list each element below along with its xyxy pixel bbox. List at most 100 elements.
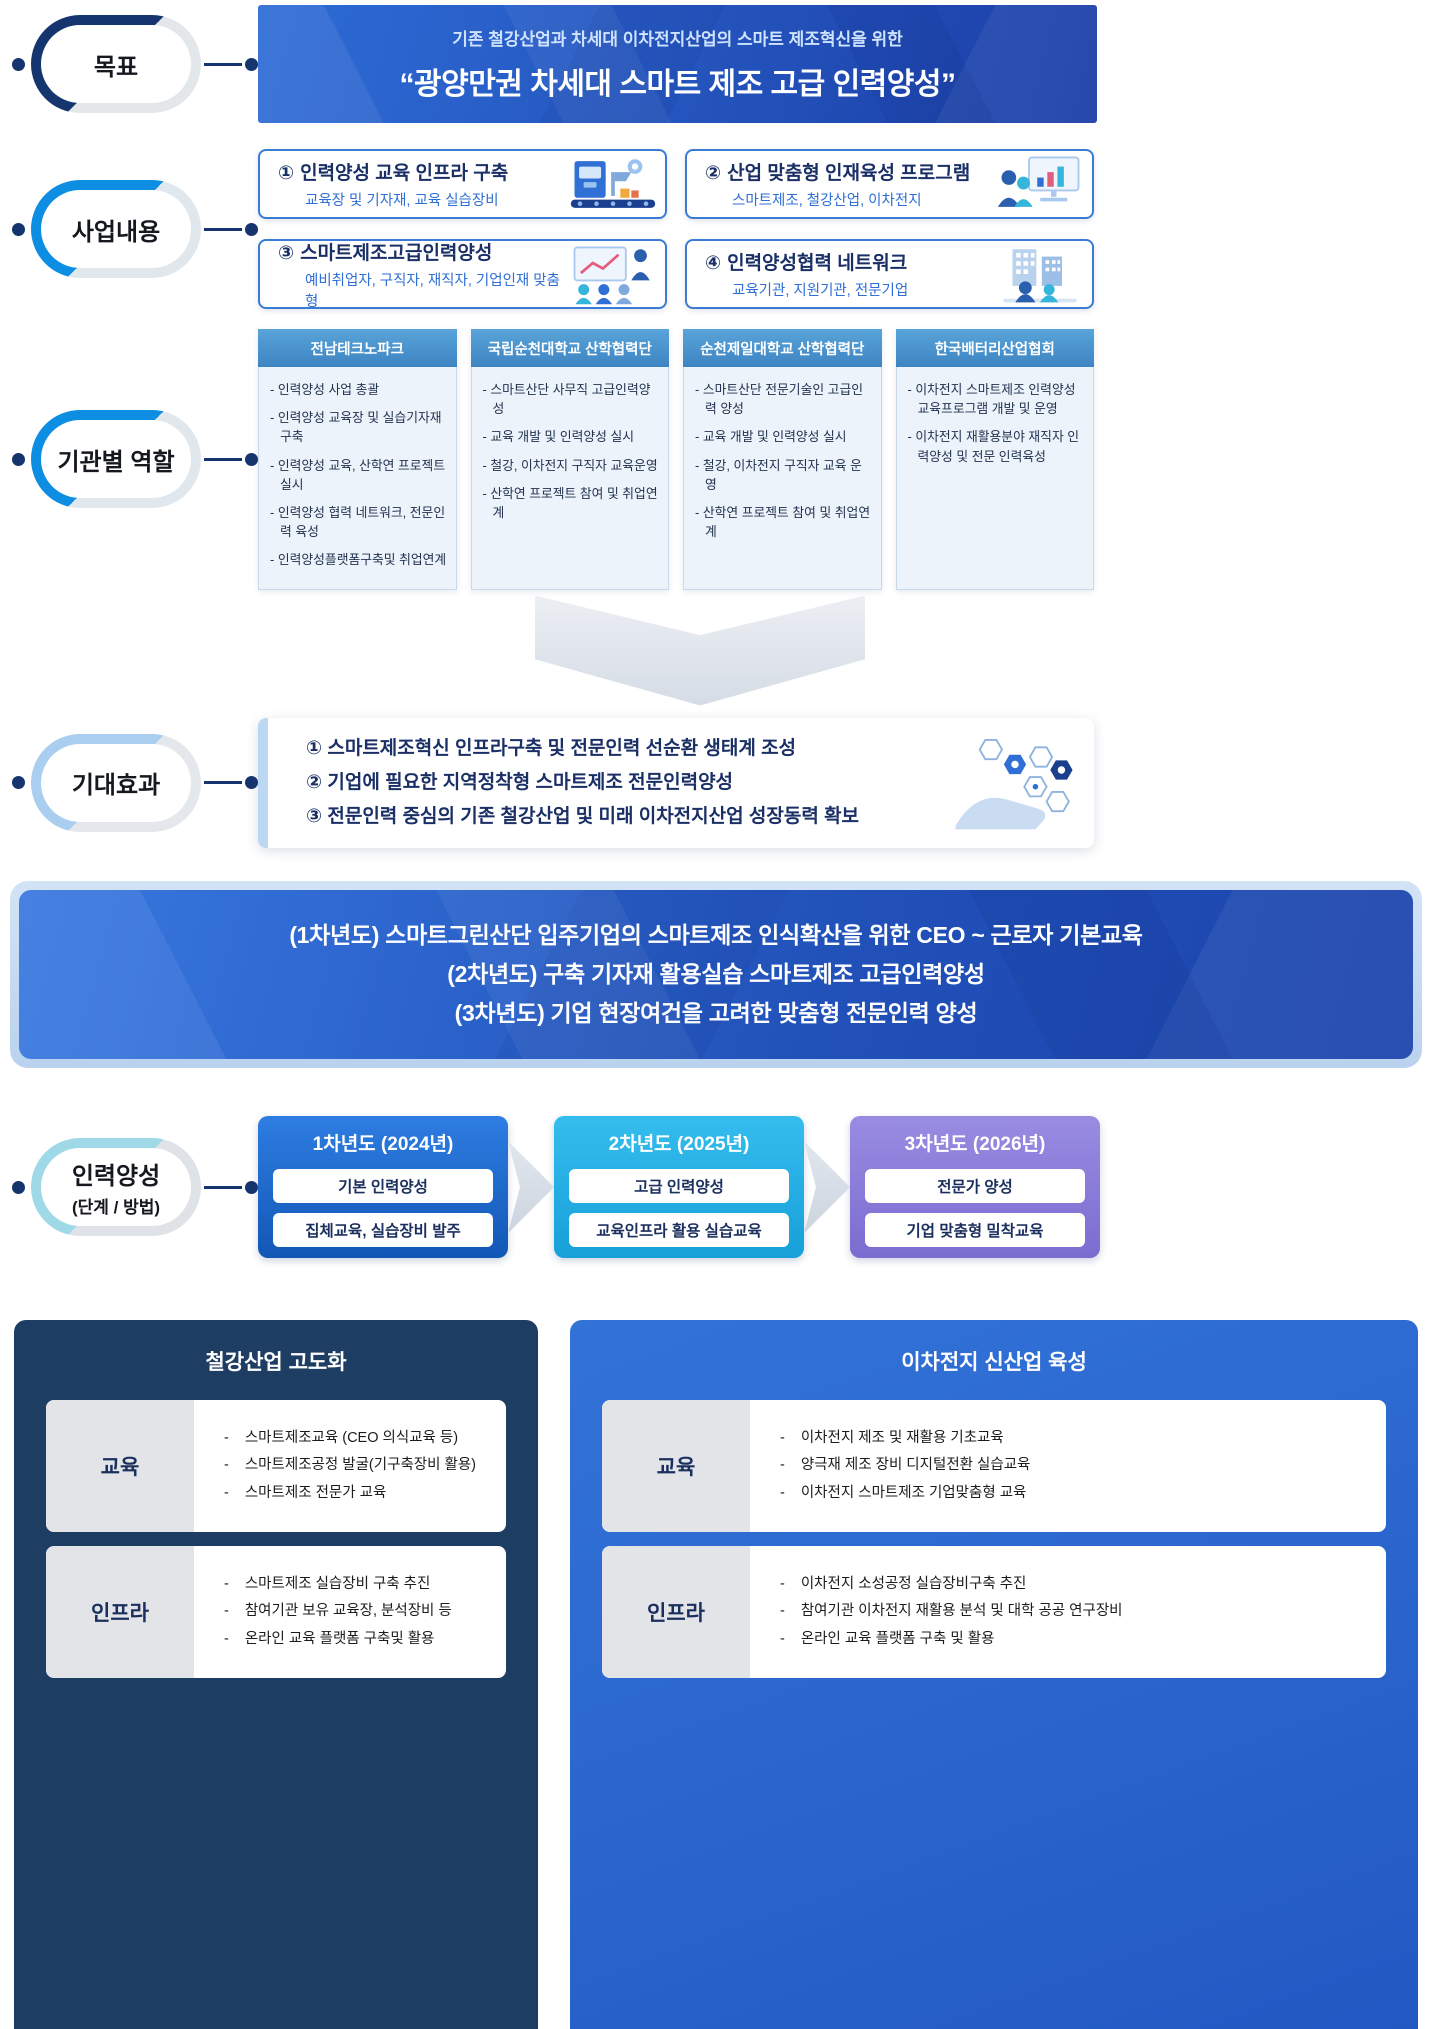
goal-subtitle: 기존 철강산업과 차세대 이차전지산업의 스마트 제조혁신을 위한: [452, 30, 903, 49]
goal-section: 목표 기존 철강산업과 차세대 이차전지산업의 스마트 제조혁신을 위한 “광양…: [0, 5, 1432, 123]
steel-infra-section: 인프라 스마트제조 실습장비 구축 추진 참여기관 보유 교육장, 분석장비 등…: [46, 1546, 506, 1679]
phases-flow: 1차년도 (2024년) 기본 인력양성 집체교육, 실습장비 발주 2차년도 …: [258, 1116, 1100, 1259]
battery-infra-section: 인프라 이차전지 소성공정 실습장비구축 추진 참여기관 이차전지 재활용 분석…: [602, 1546, 1386, 1679]
phase-title: 1차년도 (2024년): [312, 1134, 454, 1156]
section-item: 스마트제조 전문가 교육: [224, 1484, 496, 1504]
business-card-text: ② 산업 맞춤형 인재육성 프로그램 스마트제조, 철강산업, 이차전지: [705, 158, 996, 210]
connector-dot: [12, 452, 25, 466]
section-item: 이차전지 제조 및 재활용 기초교육: [780, 1429, 1376, 1449]
role-body: 스마트산단 사무직 고급인력양성 교육 개발 및 인력양성 실시 철강, 이차전…: [470, 367, 669, 590]
phase-item: 기업 맞춤형 밀착교육: [865, 1213, 1085, 1248]
roles-pill-area: 기관별 역할: [0, 410, 258, 509]
steel-education-section: 교육 스마트제조교육 (CEO 의식교육 등) 스마트제조공정 발굴(기구축장비…: [46, 1400, 506, 1533]
roles-section: 기관별 역할 전남테크노파크 인력양성 사업 총괄 인력양성 교육장 및 실습기…: [0, 329, 1432, 590]
phases-pill-label: 인력양성: [71, 1163, 161, 1191]
goal-title: “광양만권 차세대 스마트 제조 고급 인력양성”: [399, 68, 956, 101]
role-column-jntp: 전남테크노파크 인력양성 사업 총괄 인력양성 교육장 및 실습기자재 구축 인…: [258, 329, 457, 590]
goal-pill: 목표: [31, 15, 201, 113]
panel-title: 이차전지 신산업 육성: [901, 1351, 1087, 1375]
role-header: 국립순천대학교 산학협력단: [470, 329, 669, 367]
role-item: 인력양성 교육장 및 실습기자재 구축: [270, 408, 447, 446]
role-body: 스마트산단 전문기술인 고급인력 양성 교육 개발 및 인력양성 실시 철강, …: [683, 367, 882, 590]
connector-dot: [12, 57, 25, 71]
card-title: 인력양성 교육 인프라 구축: [300, 163, 509, 184]
card-desc: 교육기관, 지원기관, 전문기업: [732, 283, 909, 299]
yearly-plan-banner-inner: (1차년도) 스마트그린산단 입주기업의 스마트제조 인식확산을 위한 CEO …: [19, 890, 1413, 1060]
roles-pill: 기관별 역할: [31, 410, 201, 509]
role-column-kbia: 한국배터리산업협회 이차전지 스마트제조 인력양성 교육프로그램 개발 및 운영…: [895, 329, 1094, 590]
section-label: 인프라: [46, 1546, 194, 1679]
effect-item: ① 스마트제조혁신 인프라구축 및 전문인력 선순환 생태계 조성: [306, 737, 797, 759]
card-number: ②: [705, 163, 722, 184]
section-label: 교육: [46, 1400, 194, 1533]
section-item: 스마트제조 실습장비 구축 추진: [224, 1575, 496, 1595]
business-pill-area: 사업내용: [0, 180, 258, 278]
phase-title: 3차년도 (2026년): [904, 1134, 1046, 1156]
business-pill: 사업내용: [31, 180, 201, 278]
role-header: 한국배터리산업협회: [895, 329, 1094, 367]
role-column-scnu: 국립순천대학교 산학협력단 스마트산단 사무직 고급인력양성 교육 개발 및 인…: [470, 329, 669, 590]
card-number: ④: [705, 253, 722, 274]
effects-pill-area: 기대효과: [0, 733, 258, 832]
effects-pill-inner: 기대효과: [41, 743, 191, 822]
connector-dot: [245, 1180, 258, 1194]
section-body: 스마트제조교육 (CEO 의식교육 등) 스마트제조공정 발굴(기구축장비 활용…: [194, 1400, 506, 1532]
card-title: 산업 맞춤형 인재육성 프로그램: [727, 163, 971, 184]
role-column-scjc: 순천제일대학교 산학협력단 스마트산단 전문기술인 고급인력 양성 교육 개발 …: [683, 329, 882, 590]
business-card-text: ④ 인력양성협력 네트워크 교육기관, 지원기관, 전문기업: [705, 248, 996, 300]
section-item: 스마트제조공정 발굴(기구축장비 활용): [224, 1456, 496, 1476]
phases-pill-inner: 인력양성 (단계 / 방법): [41, 1148, 191, 1227]
phase-title: 2차년도 (2025년): [608, 1134, 750, 1156]
phase-item: 집체교육, 실습장비 발주: [273, 1213, 493, 1248]
effects-section: 기대효과 ① 스마트제조혁신 인프라구축 및 전문인력 선순환 생태계 조성 ②…: [0, 717, 1432, 849]
phases-section: 인력양성 (단계 / 방법) 1차년도 (2024년) 기본 인력양성 집체교육…: [0, 1116, 1432, 1259]
section-item: 스마트제조교육 (CEO 의식교육 등): [224, 1429, 496, 1449]
business-card-program: ② 산업 맞춤형 인재육성 프로그램 스마트제조, 철강산업, 이차전지: [685, 149, 1094, 219]
role-header: 순천제일대학교 산학협력단: [683, 329, 882, 367]
business-card-network: ④ 인력양성협력 네트워크 교육기관, 지원기관, 전문기업: [685, 239, 1094, 309]
roles-pill-label: 기관별 역할: [57, 448, 175, 476]
cooperation-network-icon: [1003, 249, 1077, 303]
connector-line: [204, 227, 242, 231]
role-item: 산학연 프로젝트 참여 및 취업연계: [483, 484, 660, 522]
effects-pill: 기대효과: [31, 733, 201, 832]
role-item: 철강, 이차전지 구직자 교육 운영: [695, 456, 872, 494]
right-arrow-icon: [804, 1141, 850, 1234]
business-section: 사업내용 ① 인력양성 교육 인프라 구축 교육장 및 기자재, 교육 실습장비: [0, 149, 1432, 310]
role-item: 교육 개발 및 인력양성 실시: [483, 427, 660, 446]
role-body: 인력양성 사업 총괄 인력양성 교육장 및 실습기자재 구축 인력양성 교육, …: [258, 367, 457, 590]
role-header: 전남테크노파크: [258, 329, 457, 367]
banner-line: (2차년도) 구축 기자재 활용실습 스마트제조 고급인력양성: [447, 961, 985, 988]
hand-technology-icon: [955, 738, 1073, 830]
role-item: 스마트산단 전문기술인 고급인력 양성: [695, 380, 872, 418]
connector-dot: [245, 452, 258, 466]
factory-infra-icon: [570, 159, 656, 208]
industry-panels: 철강산업 고도화 교육 스마트제조교육 (CEO 의식교육 등) 스마트제조공정…: [14, 1320, 1418, 2029]
card-number: ③: [278, 242, 295, 264]
section-item: 이차전지 스마트제조 기업맞춤형 교육: [780, 1484, 1376, 1504]
section-item: 참여기관 보유 교육장, 분석장비 등: [224, 1602, 496, 1622]
connector-dot: [12, 1180, 25, 1194]
phase-box-year1: 1차년도 (2024년) 기본 인력양성 집체교육, 실습장비 발주: [258, 1116, 508, 1259]
connector-line: [204, 781, 242, 785]
section-label: 교육: [602, 1400, 750, 1533]
section-item: 온라인 교육 플랫폼 구축및 활용: [224, 1630, 496, 1650]
role-item: 인력양성 협력 네트워크, 전문인력 육성: [270, 503, 447, 541]
banner-line: (3차년도) 기업 현장여건을 고려한 맞춤형 전문인력 양성: [454, 1000, 978, 1027]
phases-pill: 인력양성 (단계 / 방법): [31, 1138, 201, 1237]
business-pill-inner: 사업내용: [41, 190, 191, 268]
phases-pill-sublabel: (단계 / 방법): [71, 1198, 161, 1218]
effects-box: ① 스마트제조혁신 인프라구축 및 전문인력 선순환 생태계 조성 ② 기업에 …: [258, 717, 1094, 849]
section-item: 이차전지 소성공정 실습장비구축 추진: [780, 1575, 1376, 1595]
section-item: 참여기관 이차전지 재활용 분석 및 대학 공공 연구장비: [780, 1602, 1376, 1622]
business-grid: ① 인력양성 교육 인프라 구축 교육장 및 기자재, 교육 실습장비: [258, 149, 1094, 310]
section-body: 이차전지 소성공정 실습장비구축 추진 참여기관 이차전지 재활용 분석 및 대…: [750, 1546, 1386, 1678]
phases-pill-area: 인력양성 (단계 / 방법): [0, 1138, 258, 1237]
talent-program-icon: [997, 156, 1080, 207]
connector-line: [204, 457, 242, 461]
phase-box-year3: 3차년도 (2026년) 전문가 양성 기업 맞춤형 밀착교육: [850, 1116, 1100, 1259]
card-number: ①: [278, 163, 295, 184]
business-card-title-line: ④ 인력양성협력 네트워크: [705, 248, 996, 275]
phase-item: 고급 인력양성: [569, 1169, 789, 1204]
